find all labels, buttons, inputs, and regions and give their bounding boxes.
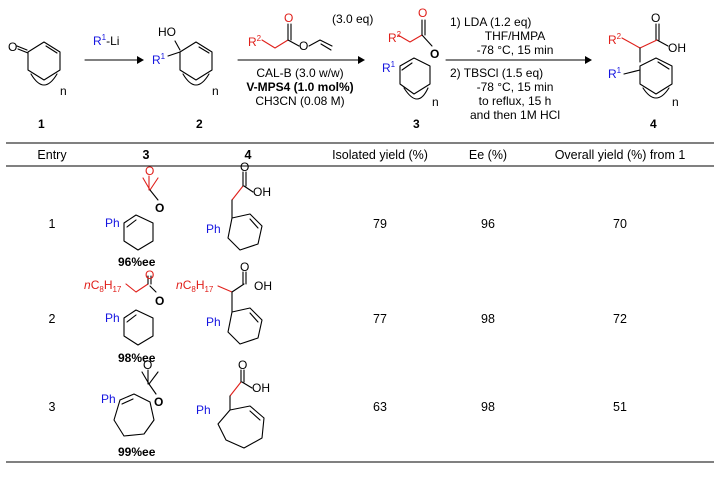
cond2-line2: V-MPS4 (1.0 mol%) xyxy=(246,80,353,94)
compound-2-structure: HO R1 n 2 xyxy=(152,25,219,131)
row2-compound3: nC8H17 O O Ph 98%ee xyxy=(84,268,164,365)
header-compound-4: 4 xyxy=(245,148,252,162)
compound-label-3: 3 xyxy=(413,117,420,131)
phenyl-label: Ph xyxy=(105,216,120,230)
ee-label: 99%ee xyxy=(118,445,156,459)
ester-o-top: O xyxy=(284,11,293,25)
n-label: n xyxy=(672,95,679,109)
ester-o: O xyxy=(155,201,164,215)
ester-o: O xyxy=(299,39,308,53)
r1-label: R1 xyxy=(382,60,396,75)
row2-compound4: nC8H17 O OH Ph xyxy=(176,260,272,345)
header-compound-3: 3 xyxy=(143,148,150,162)
compound-3-structure: R2 O O R1 n 3 xyxy=(382,6,439,131)
ester-o-top: O xyxy=(145,268,154,282)
n-label: n xyxy=(212,84,219,98)
row1-compound3: O O Ph 96%ee xyxy=(105,164,164,269)
vinyl-ester-eq: (3.0 eq) xyxy=(332,12,373,26)
r2-label: R2 xyxy=(608,32,622,47)
acid-oh-label: OH xyxy=(253,185,271,199)
cond3-line3: -78 °C, 15 min xyxy=(477,43,554,57)
phenyl-label: Ph xyxy=(206,315,221,329)
r2-label: R2 xyxy=(248,34,262,49)
header-isolated-yield: Isolated yield (%) xyxy=(332,148,428,162)
cell-ee: 96 xyxy=(481,217,495,231)
ho-label: HO xyxy=(158,25,176,39)
ester-o-top: O xyxy=(143,358,152,372)
acid-oh-label: OH xyxy=(668,41,686,55)
cond3-line6: to reflux, 15 h xyxy=(479,94,552,108)
reaction-arrow-1: R1-Li xyxy=(84,33,144,64)
cell-overall-yield: 72 xyxy=(613,312,627,326)
acid-o-top: O xyxy=(240,260,249,274)
r1-li-reagent: R1-Li xyxy=(93,33,119,48)
ester-o: O xyxy=(430,47,439,61)
table-row: 3 O O Ph 99%ee O OH Ph xyxy=(49,358,627,459)
acid-o-top: O xyxy=(238,358,247,372)
header-ee: Ee (%) xyxy=(469,148,507,162)
header-entry: Entry xyxy=(37,148,67,162)
compound-1-structure: O n 1 xyxy=(8,40,67,131)
reaction-arrow-2: R2 O O (3.0 eq) CAL-B (3.0 w/w) V-MPS4 (… xyxy=(237,11,373,108)
compound-4-structure: O OH R2 R1 n 4 xyxy=(608,11,686,131)
cell-isolated-yield: 77 xyxy=(373,312,387,326)
phenyl-label: Ph xyxy=(101,392,116,406)
ee-label: 98%ee xyxy=(118,351,156,365)
ester-o-top: O xyxy=(418,6,427,20)
cell-ee: 98 xyxy=(481,400,495,414)
ee-label: 96%ee xyxy=(118,255,156,269)
row1-compound4: O OH Ph xyxy=(206,160,271,251)
cond3-line4: 2) TBSCl (1.5 eq) xyxy=(450,66,543,80)
header-overall-yield: Overall yield (%) from 1 xyxy=(555,148,686,162)
ketone-o-label: O xyxy=(8,40,17,54)
row3-compound4: O OH Ph xyxy=(196,358,270,449)
n-label: n xyxy=(60,84,67,98)
row3-compound3: O O Ph 99%ee xyxy=(101,358,163,459)
cond3-line7: and then 1M HCl xyxy=(470,108,560,122)
reaction-arrow-3: 1) LDA (1.2 eq) THF/HMPA -78 °C, 15 min … xyxy=(445,15,592,122)
n-label: n xyxy=(432,95,439,109)
ester-o: O xyxy=(155,294,164,308)
acid-oh-label: OH xyxy=(254,279,272,293)
compound-label-1: 1 xyxy=(38,117,45,131)
cond2-line3: CH3CN (0.08 M) xyxy=(255,94,344,108)
r1-label: R1 xyxy=(152,52,166,67)
cell-entry: 1 xyxy=(49,217,56,231)
phenyl-label: Ph xyxy=(196,403,211,417)
table-row: 2 nC8H17 O O Ph 98%ee nC8H17 O xyxy=(49,260,627,365)
r2-label: R2 xyxy=(388,30,402,45)
table-row: 1 O O Ph 96%ee O OH Ph xyxy=(49,160,627,269)
phenyl-label: Ph xyxy=(105,311,120,325)
cell-ee: 98 xyxy=(481,312,495,326)
compound-label-2: 2 xyxy=(196,117,203,131)
cond3-line2: THF/HMPA xyxy=(485,29,545,43)
compound-label-4: 4 xyxy=(650,117,657,131)
cond2-line1: CAL-B (3.0 w/w) xyxy=(256,66,343,80)
phenyl-label: Ph xyxy=(206,222,221,236)
ester-o: O xyxy=(154,395,163,409)
r1-label: R1 xyxy=(608,66,622,81)
acid-oh-label: OH xyxy=(252,381,270,395)
nc8h17-label: nC8H17 xyxy=(176,278,214,294)
cond3-line5: -78 °C, 15 min xyxy=(477,80,554,94)
cond3-line1: 1) LDA (1.2 eq) xyxy=(450,15,531,29)
cell-isolated-yield: 63 xyxy=(373,400,387,414)
cell-overall-yield: 51 xyxy=(613,400,627,414)
nc8h17-label: nC8H17 xyxy=(84,278,122,294)
cell-entry: 3 xyxy=(49,400,56,414)
cell-entry: 2 xyxy=(49,312,56,326)
acid-o-top: O xyxy=(240,160,249,174)
results-table: Entry 3 4 Isolated yield (%) Ee (%) Over… xyxy=(6,142,714,463)
acid-o-top: O xyxy=(651,11,660,25)
ester-o-top: O xyxy=(145,164,154,178)
cell-overall-yield: 70 xyxy=(613,217,627,231)
cell-isolated-yield: 79 xyxy=(373,217,387,231)
